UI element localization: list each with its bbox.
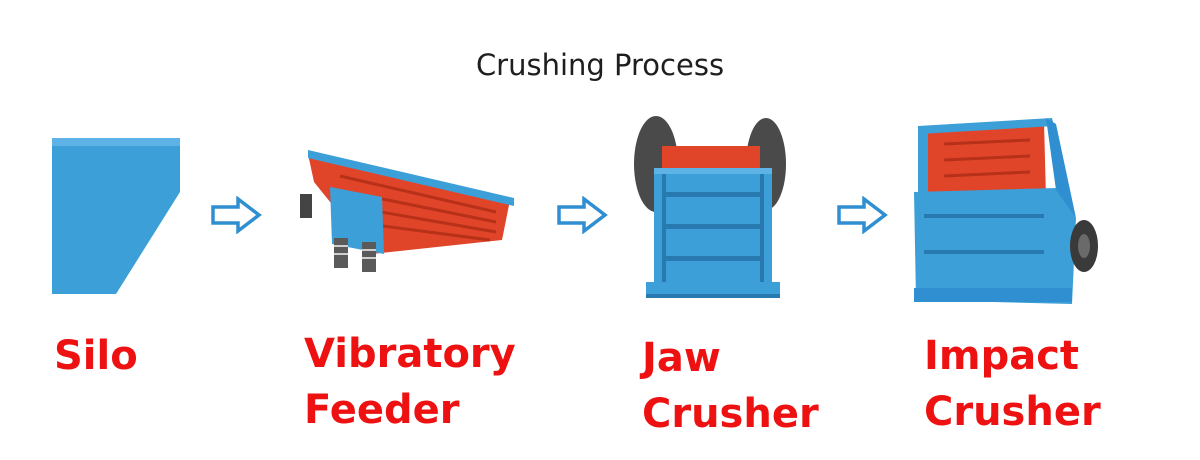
arrow-right-icon [837,196,888,234]
arrow-right-icon [557,196,608,234]
arrow-right-icon [211,196,262,234]
stage-label-line: Crusher [642,391,819,437]
stage-label-vibratory-feeder: Vibratory Feeder [304,326,516,438]
stage-label-line: Feeder [304,387,460,433]
stage-label-line: Crusher [924,389,1101,435]
stage-label-line: Impact [924,333,1080,379]
silo-icon [52,138,180,294]
stage-label-line: Silo [54,333,138,379]
diagram-title: Crushing Process [475,48,725,82]
stage-label-line: Vibratory [304,331,516,377]
stage-label-silo: Silo [54,328,138,384]
stage-label-line: Jaw [642,335,721,381]
vibratory-feeder-icon [300,150,514,272]
stage-label-jaw-crusher: Jaw Crusher [642,330,819,442]
stage-label-impact-crusher: Impact Crusher [924,328,1101,440]
jaw-crusher-icon [634,116,786,298]
impact-crusher-icon [914,118,1098,304]
